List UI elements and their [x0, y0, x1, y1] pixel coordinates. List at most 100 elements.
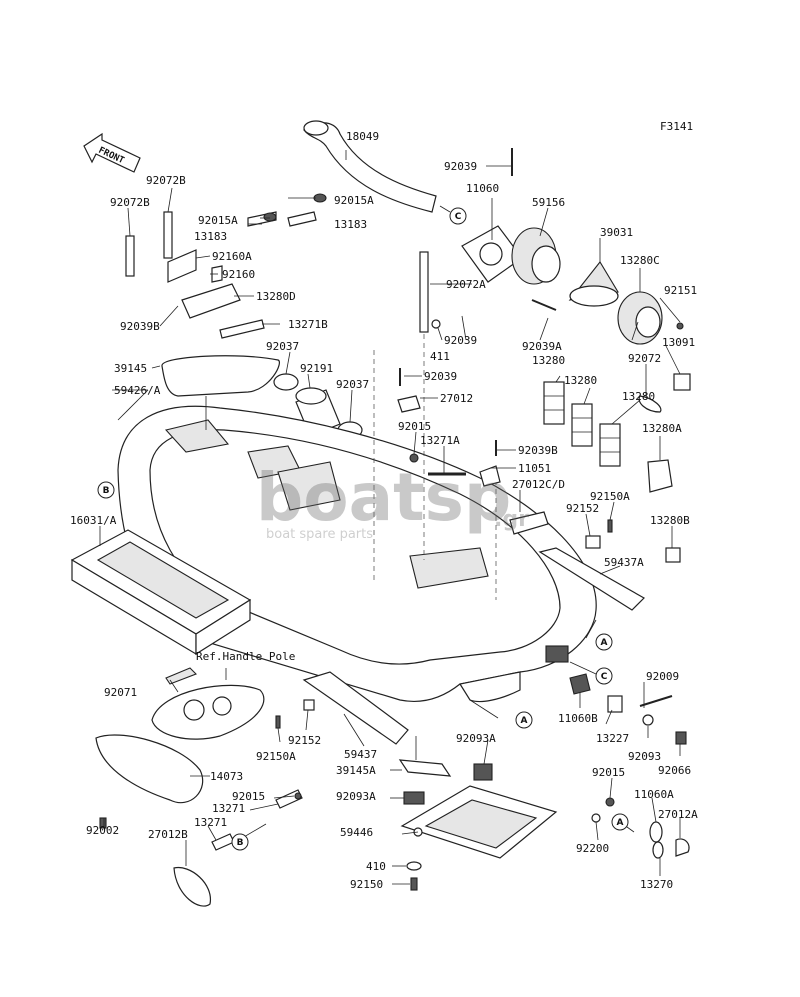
label-92152-a: 92152: [566, 502, 599, 515]
label-13280-b: 13280: [564, 374, 597, 387]
drain-92066: [675, 731, 687, 745]
pad-92093A-b: [403, 791, 425, 805]
strap-92072A: [419, 251, 429, 333]
label-13280A: 13280A: [642, 422, 682, 435]
washer-410: [406, 861, 422, 871]
mat-39145: [161, 355, 280, 397]
label-92002: 92002: [86, 824, 119, 837]
label-13271B: 13271B: [288, 318, 328, 331]
watermark-logo: boatsp .gr boat spare parts: [256, 459, 529, 542]
label-39031: 39031: [600, 226, 633, 239]
bracket-27012B: [173, 866, 211, 907]
intake-duct-18049: [303, 120, 437, 213]
callout-b-hull: B: [97, 481, 115, 499]
hose-92191: [295, 387, 341, 437]
label-92015-c: 92015: [592, 766, 625, 779]
label-11060A: 11060A: [634, 788, 674, 801]
clamp-92072: [638, 395, 662, 413]
label-27012CD: 27012C/D: [512, 478, 565, 491]
svg-text:A: A: [601, 638, 608, 648]
figure-code: F3141: [660, 120, 693, 133]
label-92015A-b: 92015A: [334, 194, 374, 207]
duct-housing-59156: [511, 227, 561, 285]
label-13271A: 13271A: [420, 434, 460, 447]
label-92093A-a: 92093A: [456, 732, 496, 745]
clip-13280A: [647, 459, 673, 493]
label-92039A: 92039A: [522, 340, 562, 353]
label-92093A-b: 92093A: [336, 790, 376, 803]
label-92072B-b: 92072B: [110, 196, 150, 209]
label-27012: 27012: [440, 392, 473, 405]
clip-13091: [673, 373, 691, 391]
label-14073: 14073: [210, 770, 243, 783]
link-13271-b: [211, 833, 235, 851]
label-92037-b: 92037: [336, 378, 369, 391]
bolt-92009: [639, 695, 673, 707]
leader-lines: [99, 150, 681, 885]
ride-plate-59446: [400, 785, 558, 859]
label-13271-a: 13271: [212, 802, 245, 815]
label-13091: 13091: [662, 336, 695, 349]
bracket-group-13280D: [125, 193, 327, 339]
label-92152-b: 92152: [288, 734, 321, 747]
label-92191: 92191: [300, 362, 333, 375]
seal-11060A: [649, 821, 663, 843]
callout-b-lower: B: [231, 833, 249, 851]
svg-text:A: A: [617, 818, 624, 828]
front-arrow-icon: FRONT: [83, 132, 141, 173]
svg-text:B: B: [103, 486, 110, 496]
label-92037-a: 92037: [266, 340, 299, 353]
label-92200: 92200: [576, 842, 609, 855]
nut-92015-b: [294, 792, 302, 800]
bolt-92150A-b: [275, 715, 281, 729]
label-59437: 59437: [344, 748, 377, 761]
callout-a-lower: A: [611, 813, 629, 831]
bracket-27012: [397, 395, 421, 413]
bolt-92152-a: [585, 535, 601, 549]
label-ref-handle-pole: Ref.Handle Pole: [196, 650, 295, 663]
clip-27012A: [675, 838, 690, 857]
label-13280-c: 13280: [622, 390, 655, 403]
label-39145: 39145: [114, 362, 147, 375]
label-59426A: 59426/A: [114, 384, 161, 397]
bolt-92002: [99, 817, 107, 829]
label-92072: 92072: [628, 352, 661, 365]
label-13271-b: 13271: [194, 816, 227, 829]
label-92072A: 92072A: [446, 278, 486, 291]
label-92039-mid: 92039: [444, 334, 477, 347]
handle-pole-base: [151, 667, 265, 740]
bolt-92150A-a: [607, 519, 613, 533]
svg-text:A: A: [521, 716, 528, 726]
label-11051: 11051: [518, 462, 551, 475]
label-92015-a: 92015: [398, 420, 431, 433]
fitting-13227: [607, 695, 623, 713]
bolt-92150: [410, 877, 418, 891]
label-92072B-a: 92072B: [146, 174, 186, 187]
clip-stack-13280-b: [571, 403, 593, 447]
label-92160: 92160: [222, 268, 255, 281]
bolt-92152-b: [303, 699, 315, 711]
callout-c-top: C: [449, 207, 467, 225]
label-92150A-a: 92150A: [590, 490, 630, 503]
bolt-92039A: [531, 299, 557, 311]
storage-tray-16031A: [70, 529, 252, 656]
label-39145A: 39145A: [336, 764, 376, 777]
label-92150: 92150: [350, 878, 383, 891]
label-11060B: 11060B: [558, 712, 598, 725]
label-92039B: 92039B: [120, 320, 160, 333]
label-27012A: 27012A: [658, 808, 698, 821]
svg-text:C: C: [455, 212, 462, 222]
label-59156: 59156: [532, 196, 565, 209]
washer-92200: [591, 813, 601, 823]
label-92039B-b: 92039B: [518, 444, 558, 457]
label-13227: 13227: [596, 732, 629, 745]
label-59446: 59446: [340, 826, 373, 839]
label-13183-b: 13183: [334, 218, 367, 231]
svg-text:C: C: [601, 672, 608, 682]
label-92009: 92009: [646, 670, 679, 683]
label-16031A: 16031/A: [70, 514, 117, 527]
clip-stack-13280-c: [599, 423, 621, 467]
label-92015A-a: 92015A: [198, 214, 238, 227]
callout-a-right: A: [595, 633, 613, 651]
